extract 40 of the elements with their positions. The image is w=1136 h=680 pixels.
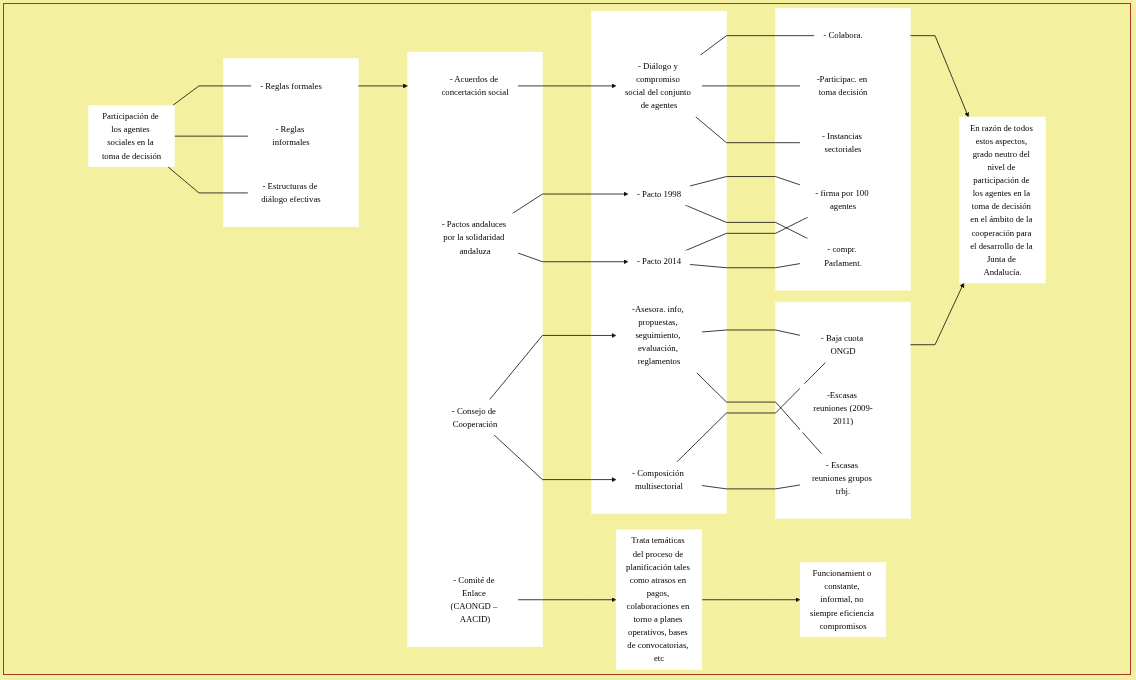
connector	[696, 372, 823, 455]
connector	[694, 116, 801, 144]
node-text: - Colabora.	[823, 30, 863, 41]
node-box: En razón de todos estos aspectos, grado neutro del nivel de participación de los agentes en la toma de decisión en el ámbito de la cooperación para el desarrollo de la Junta de Andalucía.	[959, 116, 1046, 284]
node-text: - Composición multisectorial	[632, 468, 684, 491]
node-text: -Participac. en toma decisión	[816, 74, 868, 97]
connector	[676, 361, 827, 463]
node-text: - Comité de Enlace (CAONGD – AACID)	[450, 575, 498, 624]
node-text: - Consejo de Cooperación	[451, 405, 498, 429]
connector	[701, 484, 801, 490]
connector	[684, 204, 809, 240]
cluster	[775, 301, 911, 519]
node-text: - Pactos andaluces por la solidaridad andaluza	[441, 219, 507, 256]
connector	[172, 85, 252, 106]
node-box: Funcionamient o constante, informal, no siempre eficiencia compromisos	[799, 562, 887, 638]
node-text: - compr. Parlament.	[824, 244, 862, 268]
node-box: Participación de los agentes sociales en la toma de decisión	[88, 105, 175, 167]
node-text: - Instancias sectoriales	[821, 131, 862, 154]
cluster	[591, 10, 727, 514]
cluster	[223, 58, 359, 228]
connector	[689, 263, 801, 269]
node-box: Trata temáticas del proceso de planificación tales como atrasos en pagos, colaboraciones en torno a planes operativos, bases de convocatorias, etc	[615, 529, 703, 670]
cluster	[407, 51, 543, 647]
node-text: - Escasas reuniones grupos trbj.	[811, 459, 872, 496]
node-text: -Escasas reuniones (2009-2011)	[813, 390, 873, 426]
node-text: - firma por 100 agentes	[815, 188, 869, 211]
node-text: - Acuerdos de concertación social	[441, 74, 509, 97]
node-text: - Reglas formales	[260, 80, 322, 91]
node-text: - Baja cuota ONGD	[820, 333, 864, 356]
connector	[689, 176, 801, 187]
node-text: - Diálogo y compromiso social del conjunto de agentes	[624, 61, 691, 110]
connector	[167, 166, 249, 194]
node-text: - Reglas informales	[272, 124, 310, 148]
node-text: -Asesora. info, propuestas, seguimiento, evaluación, reglamentos	[632, 304, 684, 367]
node-text: - Estructuras de diálogo efectivas	[261, 181, 321, 204]
node-text: - Pacto 2014	[636, 256, 682, 267]
node-text: - Pacto 1998	[636, 189, 682, 199]
connector	[699, 35, 816, 56]
cluster	[775, 8, 911, 291]
connector	[701, 329, 801, 336]
